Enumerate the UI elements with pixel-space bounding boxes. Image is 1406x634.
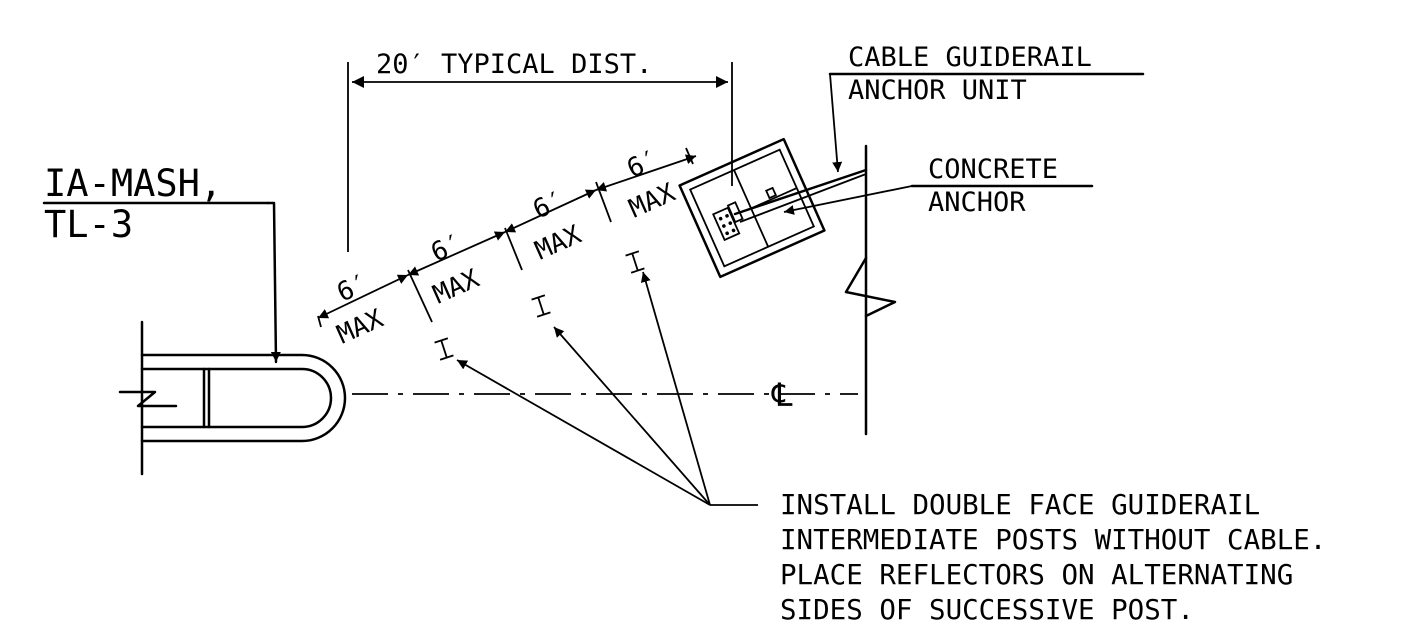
segment-dim: 6′ [333,268,374,308]
install-note-leaders [456,271,758,506]
typical-distance-dimension: 20′ TYPICAL DIST. [347,49,733,252]
install-note-line3: PLACE REFLECTORS ON ALTERNATING [780,559,1293,591]
typical-distance-label: 20′ TYPICAL DIST. [376,49,652,80]
segment-max: MAX [625,178,680,225]
segment-max: MAX [333,304,388,351]
ia-mash-attenuator [118,320,347,476]
centerline-symbol: ℄ [771,376,793,414]
post-symbol [531,294,551,318]
ia-mash-label: IA-MASH, TL-3 [42,162,281,364]
segment-max: MAX [531,220,586,267]
segment-max: MAX [429,264,484,311]
post-spacing-dimensions: 6′ MAX 6′ MAX 6′ MAX 6′ MAX [317,144,697,350]
install-note-line1: INSTALL DOUBLE FACE GUIDERAIL [780,489,1260,521]
install-note-line4: SIDES OF SUCCESSIVE POST. [780,594,1194,626]
install-note-line2: INTERMEDIATE POSTS WITHOUT CABLE. [780,524,1326,556]
intermediate-posts [434,250,645,361]
ia-mash-label-line2: TL-3 [44,203,133,246]
spacing-segment-1: 6′ MAX [333,268,388,350]
concrete-anchor-label-line2: ANCHOR [928,187,1026,218]
post-symbol [434,337,454,361]
cable-anchor-label-line2: ANCHOR UNIT [848,75,1027,106]
install-note: INSTALL DOUBLE FACE GUIDERAIL INTERMEDIA… [780,489,1326,626]
centerline: ℄ [352,376,858,414]
ia-mash-label-line1: IA-MASH, [44,162,222,205]
spacing-segment-4: 6′ MAX [623,144,680,224]
spacing-segment-2: 6′ MAX [427,228,484,310]
concrete-anchor-label: CONCRETE ANCHOR [783,154,1094,218]
post-symbol [625,250,645,274]
segment-dim: 6′ [427,228,468,268]
concrete-anchor-label-line1: CONCRETE [928,154,1058,185]
cable-anchor-label-line1: CABLE GUIDERAIL [848,42,1092,73]
segment-dim: 6′ [529,185,570,225]
right-break-line [844,144,897,436]
cable-line [733,168,868,223]
spacing-segment-3: 6′ MAX [529,185,586,266]
cable-anchor-label: CABLE GUIDERAIL ANCHOR UNIT [828,42,1145,173]
